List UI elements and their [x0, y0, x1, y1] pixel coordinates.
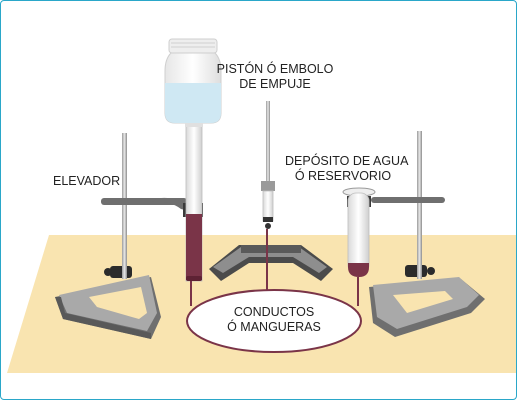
hoses — [186, 229, 362, 353]
conduits-label-line2: Ó MANGUERAS — [227, 320, 321, 334]
reservoir-label: DEPÓSITO DE AGUA Ó RESERVORIO — [285, 154, 409, 184]
piston-syringe — [262, 190, 274, 222]
right-stand — [342, 131, 485, 337]
right-knob — [405, 265, 427, 277]
elevator-reservoir — [164, 38, 222, 282]
piston-cap — [261, 181, 275, 191]
conduits-label-line1: CONDUCTOS — [233, 305, 315, 319]
reservoir-label-line2: Ó RESERVORIO — [294, 169, 392, 183]
jar-water — [165, 83, 221, 123]
piston-rod — [266, 101, 270, 187]
conduits-ellipse — [186, 289, 362, 353]
elevator-tube-liquid — [186, 214, 202, 280]
piston-label: PISTÓN Ó EMBOLO DE EMPUJE — [215, 62, 335, 92]
piston-stand — [209, 101, 333, 281]
conduits-label: CONDUCTOS Ó MANGUERAS — [214, 305, 334, 335]
left-rod — [122, 133, 127, 279]
reservoir-liquid — [348, 263, 369, 277]
left-knob — [110, 266, 132, 278]
right-rod — [417, 131, 422, 279]
reservoir-label-line1: DEPÓSITO DE AGUA — [285, 154, 409, 168]
piston-label-line2: DE EMPUJE — [239, 77, 311, 91]
water-jar-lid — [168, 38, 218, 54]
elevator-label: ELEVADOR — [53, 174, 121, 188]
reservoir-tube — [347, 192, 370, 274]
right-arm — [371, 197, 445, 203]
piston-label-line1: PISTÓN Ó EMBOLO — [216, 62, 334, 76]
